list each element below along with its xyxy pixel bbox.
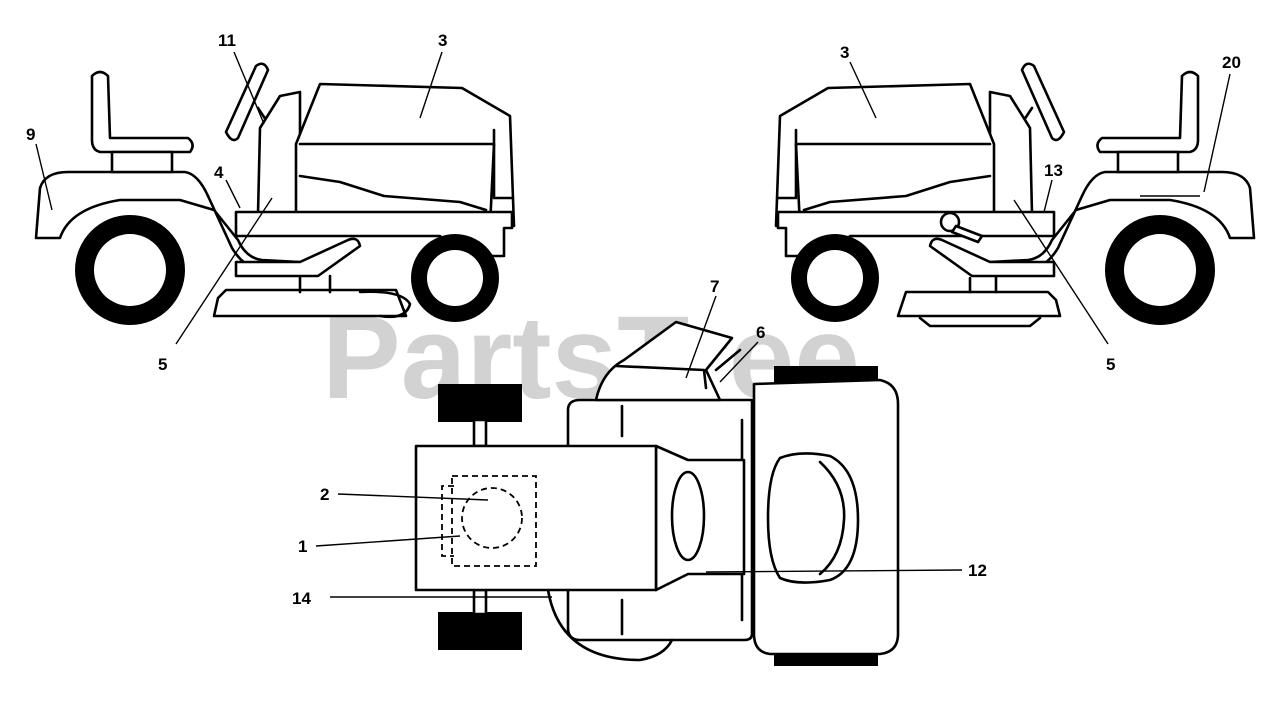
callout-7: 7 bbox=[710, 277, 719, 296]
callout-9: 9 bbox=[26, 125, 35, 144]
tire-front-top bbox=[438, 384, 522, 422]
callout-labels: 11 3 9 4 5 3 20 13 5 7 6 2 1 14 12 bbox=[26, 31, 1241, 608]
dash-right bbox=[988, 90, 1034, 216]
callout-5-right: 5 bbox=[1106, 355, 1115, 374]
callout-6: 6 bbox=[756, 323, 765, 342]
callout-1: 1 bbox=[298, 537, 307, 556]
top-view bbox=[414, 320, 900, 666]
callout-3-right: 3 bbox=[840, 43, 849, 62]
footrest-left bbox=[234, 237, 362, 278]
callout-11: 11 bbox=[218, 31, 236, 50]
frame-right bbox=[776, 210, 1056, 258]
dash-left bbox=[256, 90, 302, 216]
callout-2: 2 bbox=[320, 485, 329, 504]
frame-left bbox=[234, 210, 514, 258]
footrest-right bbox=[928, 237, 1056, 278]
leader-lines bbox=[35, 51, 1231, 598]
seat-left bbox=[90, 70, 194, 154]
right-side-view bbox=[774, 62, 1256, 328]
mower-deck-right bbox=[896, 290, 1062, 318]
callout-13: 13 bbox=[1044, 161, 1063, 180]
callout-4: 4 bbox=[214, 163, 224, 182]
callout-20: 20 bbox=[1222, 53, 1241, 72]
callout-12: 12 bbox=[968, 561, 987, 580]
left-side-view bbox=[34, 62, 516, 325]
callout-14: 14 bbox=[292, 589, 311, 608]
steering-wheel-right bbox=[1020, 62, 1066, 142]
callout-5-left: 5 bbox=[158, 355, 167, 374]
hood-left bbox=[294, 82, 516, 228]
seat-right bbox=[1096, 70, 1200, 154]
seat-top bbox=[766, 452, 860, 584]
steering-wheel-left bbox=[224, 62, 270, 142]
seat-base-right bbox=[1116, 150, 1180, 174]
engine-outline bbox=[451, 475, 537, 567]
seat-base-left bbox=[110, 150, 174, 174]
engine-cap-outline bbox=[461, 487, 523, 549]
tire-rear-top bbox=[438, 612, 522, 650]
tire-rear-right-top bbox=[774, 366, 878, 384]
steering-wheel-top bbox=[670, 470, 706, 562]
hood-right bbox=[774, 82, 996, 228]
callout-3-left: 3 bbox=[438, 31, 447, 50]
mower-deck-left bbox=[212, 288, 408, 318]
